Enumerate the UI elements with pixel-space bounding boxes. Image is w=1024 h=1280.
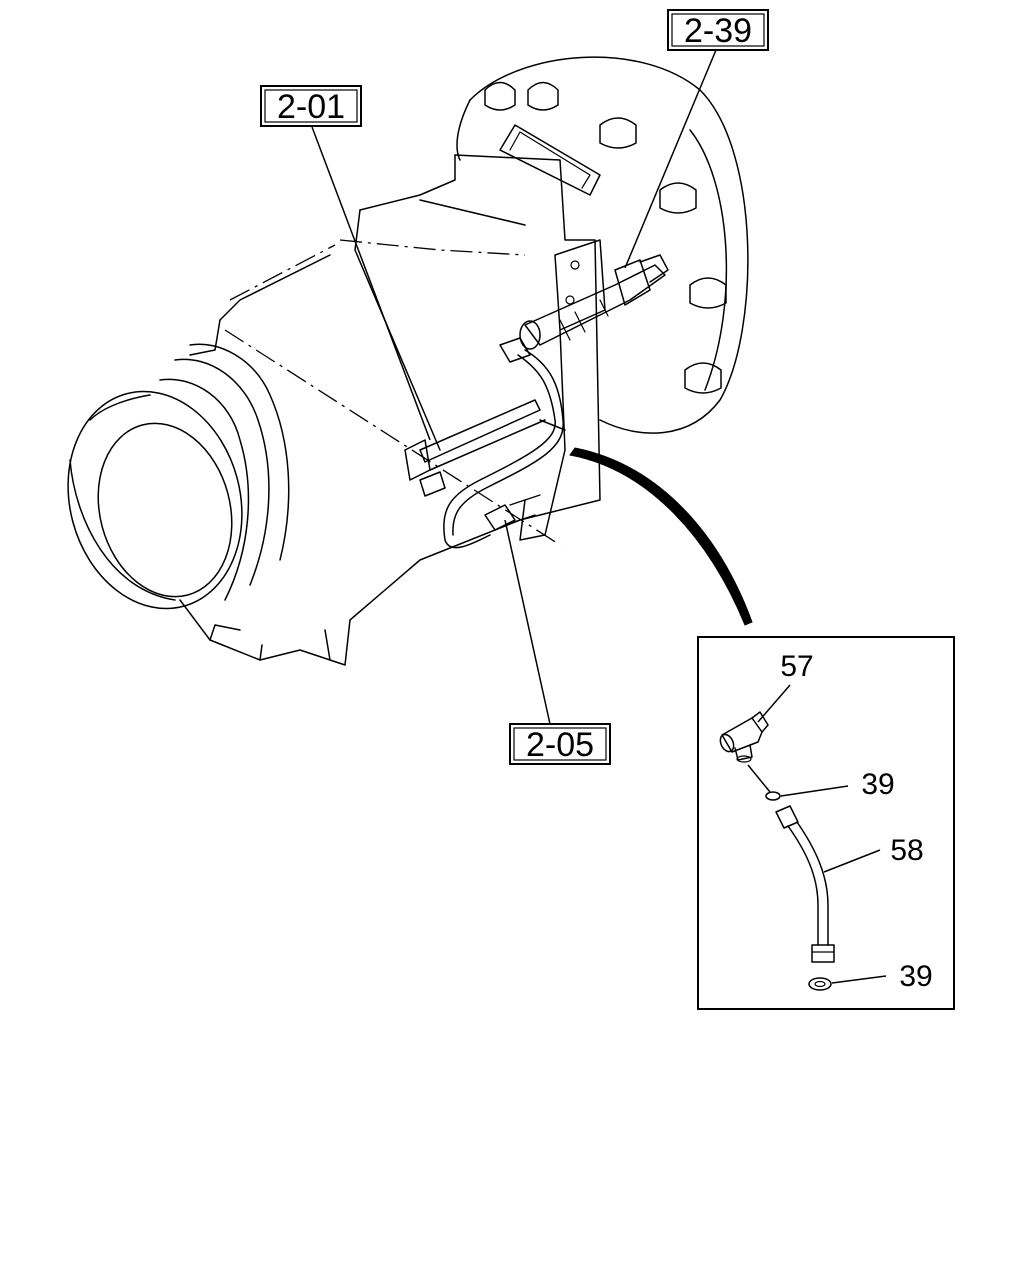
transmission-assembly bbox=[67, 56, 753, 666]
ref-box-2-05[interactable]: 2-05 bbox=[509, 723, 611, 765]
part-58-pipe[interactable] bbox=[775, 805, 835, 963]
callout-39-bottom[interactable]: 39 bbox=[899, 960, 932, 993]
detail-view: 57 39 58 39 bbox=[697, 636, 955, 1010]
clutch-cylinder bbox=[519, 254, 669, 350]
leader-2-01 bbox=[311, 126, 431, 441]
callout-39-top[interactable]: 39 bbox=[861, 768, 894, 801]
rear-housing bbox=[67, 343, 331, 661]
leader-39-top bbox=[780, 785, 849, 797]
leader-2-05 bbox=[504, 519, 551, 725]
ref-box-2-01[interactable]: 2-01 bbox=[260, 85, 362, 127]
ref-box-2-39[interactable]: 2-39 bbox=[667, 9, 769, 51]
part-39-washer-top[interactable] bbox=[765, 791, 781, 801]
callout-58[interactable]: 58 bbox=[890, 834, 923, 867]
mounting-bracket bbox=[519, 239, 606, 541]
leader-57 bbox=[757, 684, 791, 723]
leader-58 bbox=[823, 849, 881, 873]
part-39-washer-bottom[interactable] bbox=[808, 977, 832, 991]
leader-2-39 bbox=[624, 49, 717, 269]
part-57-fitting[interactable] bbox=[718, 711, 769, 763]
detail-frame bbox=[697, 636, 955, 1010]
callout-57[interactable]: 57 bbox=[780, 650, 813, 683]
center-line-fitting bbox=[747, 764, 771, 793]
ref-label-2-05: 2-05 bbox=[526, 726, 594, 764]
detail-indicator-arrow bbox=[569, 447, 753, 626]
oil-pipe bbox=[404, 337, 564, 549]
bell-housing bbox=[456, 56, 749, 434]
ref-label-2-39: 2-39 bbox=[684, 12, 752, 50]
leader-39-bottom bbox=[831, 975, 887, 984]
ref-label-2-01: 2-01 bbox=[277, 88, 345, 126]
